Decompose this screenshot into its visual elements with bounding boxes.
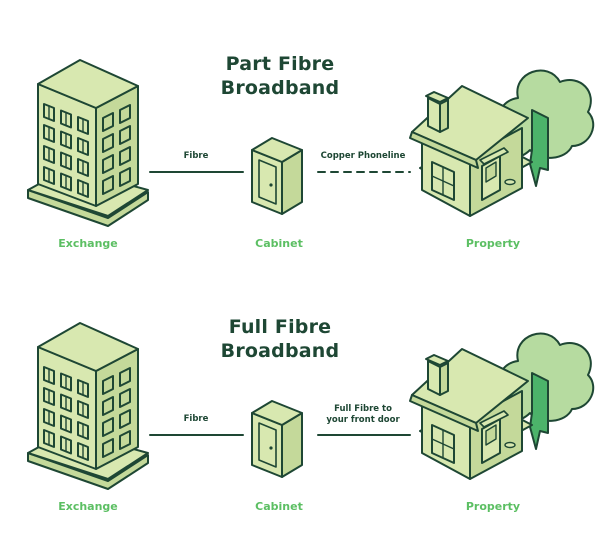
panel-1-title-line2: Broadband bbox=[220, 77, 340, 99]
panel-1-exchange-label: Exchange bbox=[58, 237, 118, 250]
panel-2-title: Full Fibre Broadband bbox=[200, 315, 360, 363]
panel-2-illustration bbox=[27, 322, 595, 490]
panel-1-exchange-building bbox=[27, 59, 149, 227]
panel-2-link2-label: Full Fibre to your front door bbox=[308, 404, 418, 426]
panel-1-cabinet-box bbox=[251, 137, 303, 215]
panel-1-illustration bbox=[27, 59, 595, 227]
panel-2-property-label: Property bbox=[465, 500, 521, 513]
panel-2-link1-label: Fibre bbox=[183, 414, 209, 424]
panel-1-link1-label: Fibre bbox=[183, 151, 209, 161]
panel-2-cabinet-box bbox=[251, 400, 303, 478]
panel-1-title: Part Fibre Broadband bbox=[200, 52, 360, 100]
panel-1-property-house bbox=[409, 69, 595, 217]
panel-1-link2-label-line1: Copper Phoneline bbox=[320, 151, 406, 161]
panel-1-title-line1: Part Fibre bbox=[225, 53, 335, 75]
panel-1-cabinet-label: Cabinet bbox=[255, 237, 303, 250]
panel-2-link2-label-line2: your front door bbox=[326, 415, 400, 425]
panel-2-exchange-label: Exchange bbox=[58, 500, 118, 513]
panel-2-link2-label-line1: Full Fibre to bbox=[334, 404, 392, 414]
panel-1-property-label: Property bbox=[465, 237, 521, 250]
panel-2-title-line1: Full Fibre bbox=[228, 316, 332, 338]
panel-2-exchange-building bbox=[27, 322, 149, 490]
panel-2-property-house bbox=[409, 332, 595, 480]
panel-2-cabinet-label: Cabinet bbox=[255, 500, 303, 513]
panel-2-title-line2: Broadband bbox=[220, 340, 340, 362]
panel-1-link2-label: Copper Phoneline bbox=[308, 151, 418, 162]
